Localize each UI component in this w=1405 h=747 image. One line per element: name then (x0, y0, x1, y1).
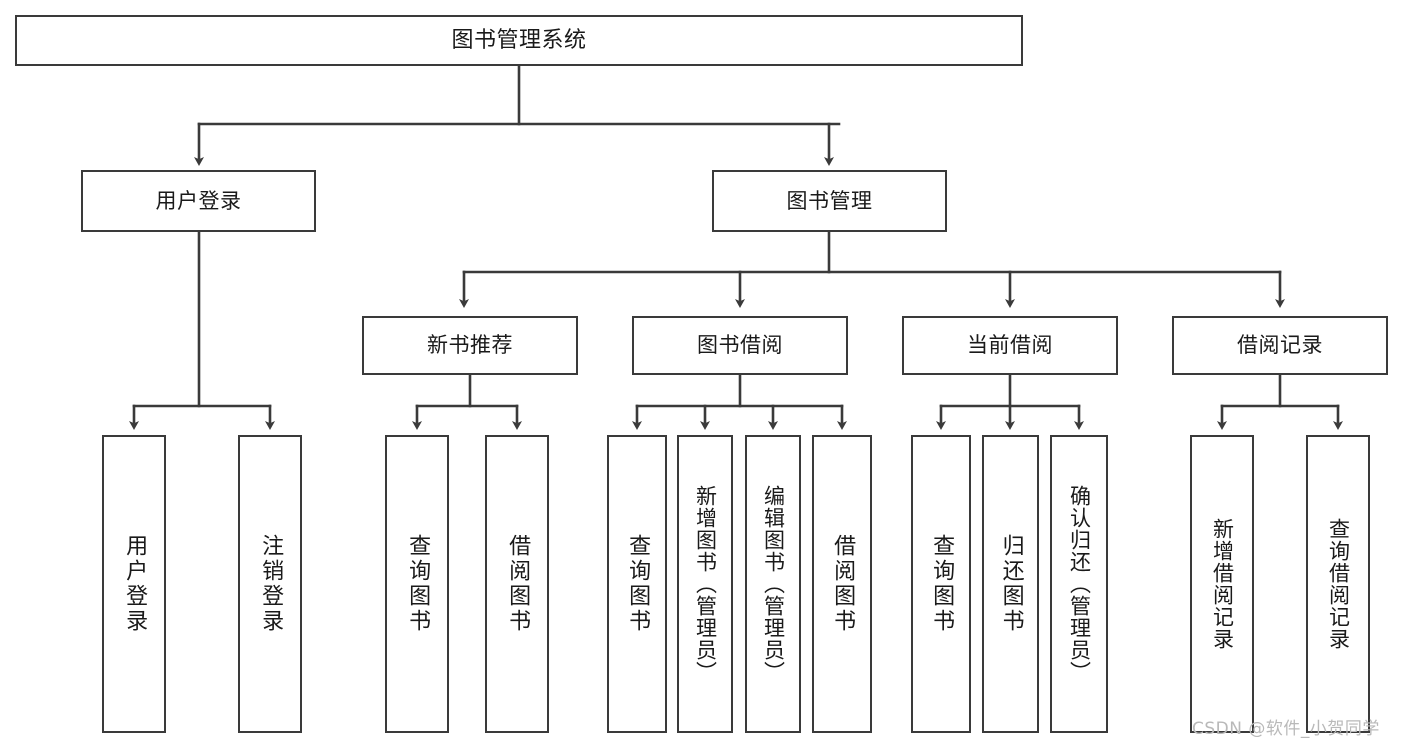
node-label: 借阅图书 (830, 534, 856, 634)
node-label: 查询图书 (625, 534, 651, 634)
node-label: 用户登录 (122, 534, 148, 634)
node-label: 归还图书 (998, 534, 1024, 634)
node-label: 新增图书（管理员） (693, 485, 718, 683)
node-label: 注销登录 (258, 534, 284, 634)
node-label: 图书管理系统 (451, 27, 587, 53)
leaf-current-borrow-return-book[interactable]: 归还图书 (982, 435, 1039, 733)
leaf-borrow-record-add-record[interactable]: 新增借阅记录 (1190, 435, 1254, 733)
node-root-book-management-system[interactable]: 图书管理系统 (15, 15, 1023, 66)
leaf-new-book-query-book[interactable]: 查询图书 (385, 435, 449, 733)
csdn-watermark: CSDN @软件_小贺同学 (1192, 719, 1380, 739)
node-current-borrow[interactable]: 当前借阅 (902, 316, 1118, 375)
leaf-book-borrow-edit-book-admin[interactable]: 编辑图书（管理员） (745, 435, 801, 733)
node-label: 确认归还（管理员） (1067, 485, 1092, 683)
node-label: 查询借阅记录 (1326, 518, 1351, 650)
node-user-login[interactable]: 用户登录 (81, 170, 316, 232)
node-label: 编辑图书（管理员） (761, 485, 786, 683)
leaf-borrow-record-query-record[interactable]: 查询借阅记录 (1306, 435, 1370, 733)
node-label: 借阅图书 (505, 534, 531, 634)
node-label: 新增借阅记录 (1210, 518, 1235, 650)
leaf-current-borrow-query-book[interactable]: 查询图书 (911, 435, 971, 733)
node-label: 用户登录 (155, 188, 242, 213)
leaf-user-login-logout[interactable]: 注销登录 (238, 435, 302, 733)
node-label: 图书管理 (786, 188, 873, 213)
leaf-book-borrow-query-book[interactable]: 查询图书 (607, 435, 667, 733)
node-label: 图书借阅 (697, 333, 783, 358)
node-label: 查询图书 (929, 534, 955, 634)
node-borrow-record[interactable]: 借阅记录 (1172, 316, 1388, 375)
node-label: 当前借阅 (967, 333, 1053, 358)
node-book-borrow[interactable]: 图书借阅 (632, 316, 848, 375)
leaf-new-book-borrow-book[interactable]: 借阅图书 (485, 435, 549, 733)
leaf-user-login-login[interactable]: 用户登录 (102, 435, 166, 733)
node-label: 借阅记录 (1237, 333, 1323, 358)
node-new-book-recommend[interactable]: 新书推荐 (362, 316, 578, 375)
leaf-current-borrow-confirm-return-admin[interactable]: 确认归还（管理员） (1050, 435, 1108, 733)
leaf-book-borrow-add-book-admin[interactable]: 新增图书（管理员） (677, 435, 733, 733)
leaf-book-borrow-borrow-book[interactable]: 借阅图书 (812, 435, 872, 733)
node-label: 新书推荐 (427, 333, 513, 358)
node-book-management[interactable]: 图书管理 (712, 170, 947, 232)
node-label: 查询图书 (405, 534, 431, 634)
